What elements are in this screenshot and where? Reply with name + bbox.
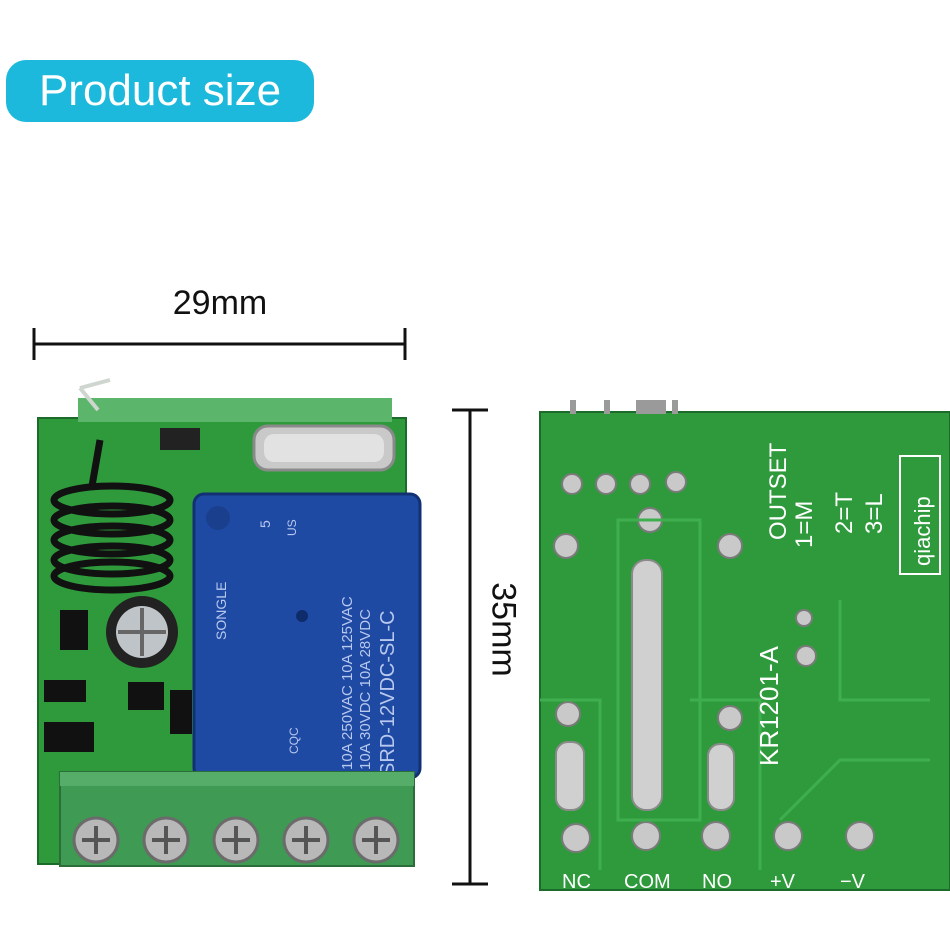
- back-model: KR1201-A: [754, 645, 784, 766]
- terminal-label-com: COM: [624, 871, 671, 893]
- outset-title: OUTSET: [765, 442, 792, 540]
- terminal-screws: [72, 816, 400, 864]
- back-brand: qiachip: [910, 496, 935, 566]
- relay-number: 5: [257, 520, 273, 528]
- relay-cqc: CQC: [287, 727, 301, 754]
- relay-brand: SONGLE: [213, 582, 229, 640]
- width-dimension-label: 29mm: [172, 284, 268, 322]
- back-terminal-pads: [561, 821, 875, 853]
- relay-rating-line-1: 10A 250VAC 10A 125VAC: [339, 596, 356, 770]
- relay-model: SRD-12VDC-SL-C: [377, 610, 399, 776]
- terminal-label-vplus: +V: [770, 871, 796, 893]
- relay-rating-line-2: 10A 30VDC 10A 28VDC: [357, 609, 374, 770]
- product-size-badge: Product size: [6, 60, 314, 122]
- terminal-label-vminus: −V: [840, 871, 866, 893]
- terminal-label-nc: NC: [562, 871, 591, 893]
- relay-cert: US: [285, 519, 299, 536]
- outset-option-1: 1=M: [791, 501, 818, 548]
- relay: [192, 492, 422, 780]
- outset-option-2: 2=T: [831, 492, 858, 534]
- terminal-label-no: NO: [702, 871, 732, 893]
- outset-option-3: 3=L: [861, 493, 888, 534]
- antenna-coil: [50, 439, 174, 594]
